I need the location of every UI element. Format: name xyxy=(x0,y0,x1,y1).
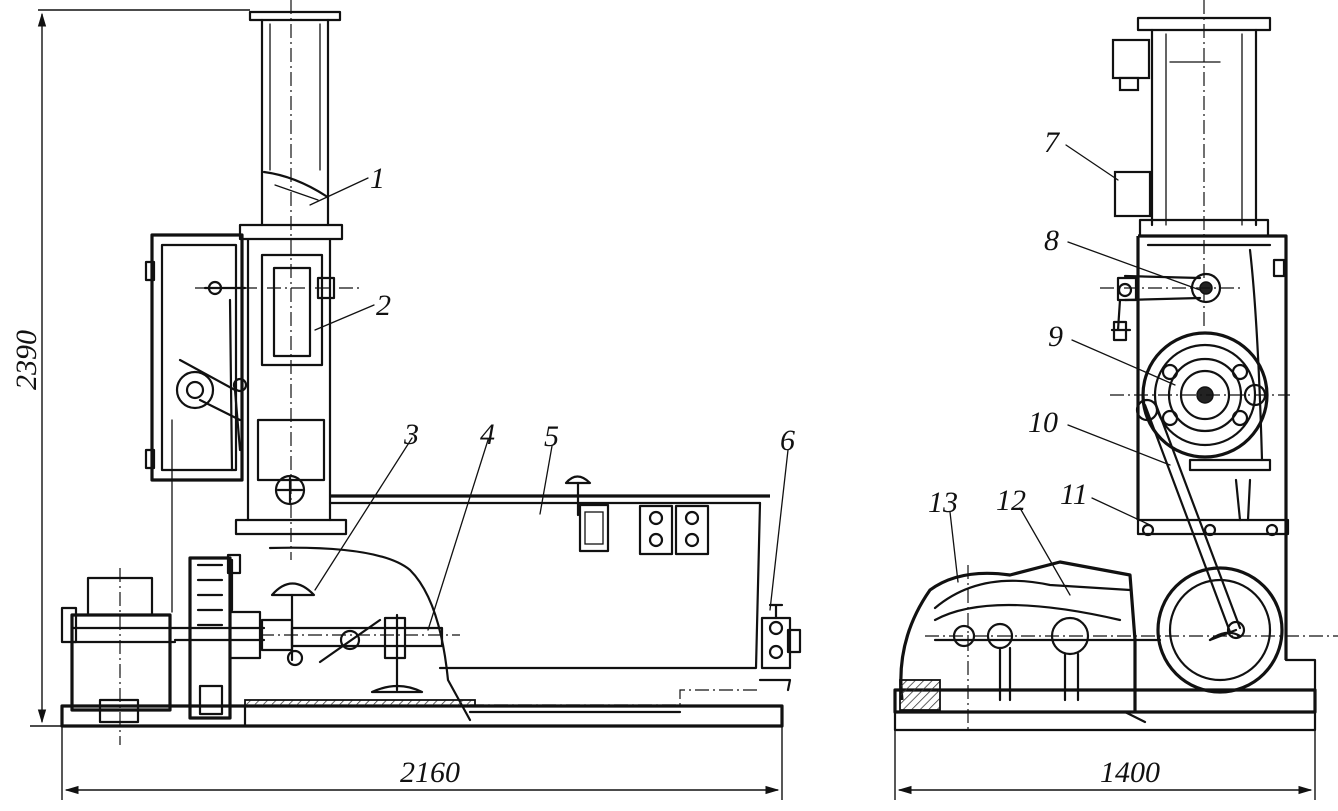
upper-sprocket xyxy=(1100,272,1240,342)
dimension-lines xyxy=(30,9,1316,800)
callout-3: 3 xyxy=(403,418,419,451)
mixer-trough xyxy=(268,475,770,722)
callout-leaders xyxy=(309,144,1201,631)
callout-10: 10 xyxy=(1028,406,1058,439)
callout-1: 1 xyxy=(370,162,385,195)
discharge-valve xyxy=(758,603,802,692)
side-housing xyxy=(1136,234,1290,660)
callout-6: 6 xyxy=(780,424,795,457)
callout-2: 2 xyxy=(376,289,391,322)
dimension-side-width: 1400 xyxy=(1100,756,1160,789)
callout-9: 9 xyxy=(1048,320,1063,353)
front-base xyxy=(60,699,784,728)
side-motor xyxy=(1111,38,1153,218)
callout-8: 8 xyxy=(1044,224,1059,257)
drive-cabinet xyxy=(144,233,248,482)
dimension-front-width: 2160 xyxy=(400,756,460,789)
main-gear xyxy=(1110,331,1290,459)
side-base xyxy=(893,658,1317,732)
callout-4: 4 xyxy=(480,418,495,451)
vertical-chute xyxy=(238,10,344,241)
gear-train xyxy=(171,419,266,720)
callout-13: 13 xyxy=(928,486,958,519)
front-motor xyxy=(60,568,177,745)
callout-7: 7 xyxy=(1044,126,1061,159)
front-view xyxy=(60,0,802,745)
dimension-height: 2390 xyxy=(10,330,43,390)
callout-5: 5 xyxy=(544,420,559,453)
callout-11: 11 xyxy=(1060,478,1088,511)
reducer-assembly xyxy=(899,560,1338,730)
mixer-shaft xyxy=(260,582,460,694)
side-view xyxy=(893,0,1338,732)
callout-12: 12 xyxy=(996,484,1026,517)
